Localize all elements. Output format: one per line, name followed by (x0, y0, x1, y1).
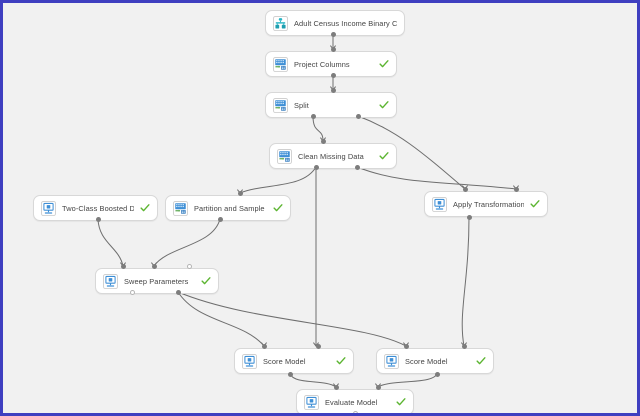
module-label: Score Model (263, 356, 306, 366)
module-label: Adult Census Income Binary C... (294, 18, 397, 28)
status-check-icon (140, 204, 150, 212)
data-transform-icon (173, 200, 188, 216)
dataset-icon (273, 15, 288, 31)
edge-score2-to-evaluate (377, 373, 438, 388)
edge-arrow (403, 342, 409, 347)
module-label: Split (294, 100, 309, 110)
model-icon (384, 353, 399, 369)
module-label: Partition and Sample (194, 203, 265, 213)
experiment-canvas[interactable]: Adult Census Income Binary C... Project C… (3, 3, 637, 413)
edge-arrow (375, 383, 381, 388)
module-label: Sweep Parameters (124, 276, 189, 286)
data-transform-icon (273, 97, 288, 113)
edge-arrow (313, 342, 319, 347)
edge-arrow (151, 262, 157, 267)
model-icon (242, 353, 257, 369)
status-check-icon (273, 204, 283, 212)
edge-arrow (120, 262, 126, 267)
edge-arrow (333, 383, 339, 388)
status-check-icon (379, 101, 389, 109)
edge-arrow (462, 185, 468, 190)
edge-arrow (330, 86, 336, 91)
module-label: Clean Missing Data (298, 151, 364, 161)
module-node-sweep[interactable]: Sweep Parameters (95, 268, 219, 294)
module-node-partition[interactable]: Partition and Sample (165, 195, 291, 221)
module-node-applytrans[interactable]: Apply Transformation (424, 191, 548, 217)
status-check-icon (379, 60, 389, 68)
edge-applytrans-to-score2 (461, 216, 470, 347)
data-transform-icon (277, 148, 292, 164)
model-icon (41, 200, 56, 216)
model-icon (304, 394, 319, 410)
edge-clean-to-partition (239, 166, 317, 194)
edge-arrow (237, 189, 243, 194)
module-node-clean[interactable]: Clean Missing Data (269, 143, 397, 169)
edge-arrow (513, 185, 519, 190)
edge-twoclass-to-sweep (97, 218, 124, 267)
edge-split-to-clean (312, 115, 324, 142)
module-label: Project Columns (294, 59, 350, 69)
data-transform-icon (273, 56, 288, 72)
edge-arrow (330, 45, 336, 50)
status-check-icon (530, 200, 540, 208)
status-check-icon (336, 357, 346, 365)
module-node-score1[interactable]: Score Model (234, 348, 354, 374)
edge-partition-to-sweep (153, 218, 221, 267)
edge-score1-to-evaluate (289, 373, 337, 388)
module-label: Evaluate Model (325, 397, 378, 407)
module-node-score2[interactable]: Score Model (376, 348, 494, 374)
edge-arrow (320, 137, 326, 142)
model-icon (432, 196, 447, 212)
module-node-split[interactable]: Split (265, 92, 397, 118)
status-check-icon (396, 398, 406, 406)
model-icon (103, 273, 118, 289)
module-label: Score Model (405, 356, 448, 366)
status-check-icon (476, 357, 486, 365)
module-node-evaluate[interactable]: Evaluate Model (296, 389, 414, 413)
module-node-dataset[interactable]: Adult Census Income Binary C... (265, 10, 405, 36)
module-node-project[interactable]: Project Columns (265, 51, 397, 77)
module-label: Apply Transformation (453, 199, 524, 209)
module-label: Two-Class Boosted Decision T... (62, 203, 134, 213)
edge-clean-to-applytrans (356, 166, 517, 190)
edge-sweep-to-score2 (177, 291, 407, 347)
edge-arrow (461, 342, 467, 347)
edge-arrow (261, 342, 267, 347)
module-node-twoclass[interactable]: Two-Class Boosted Decision T... (33, 195, 158, 221)
status-check-icon (201, 277, 211, 285)
edge-sweep-to-score1 (177, 291, 265, 347)
status-check-icon (379, 152, 389, 160)
